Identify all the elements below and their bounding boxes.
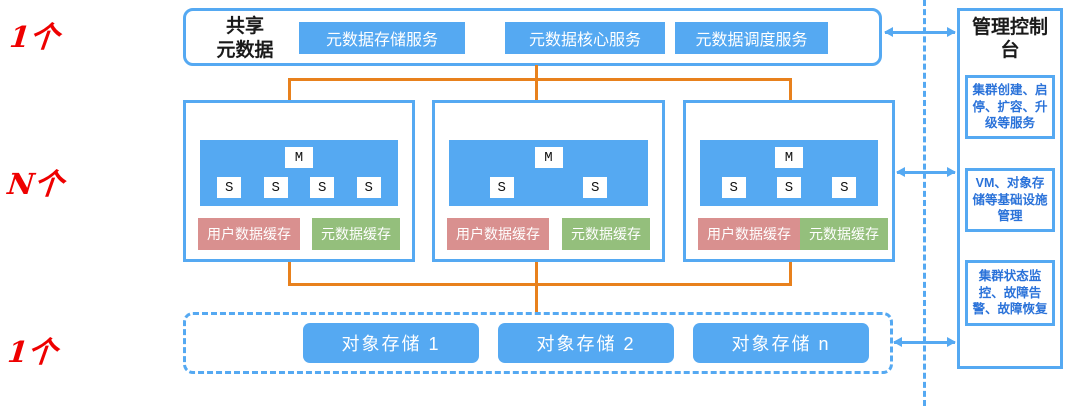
user-data-cache: 用户数据缓存 xyxy=(198,218,300,250)
count-label-shared: 1个 xyxy=(8,20,61,54)
slave-node: S xyxy=(310,177,335,198)
user-data-cache: 用户数据缓存 xyxy=(698,218,800,250)
user-data-cache: 用户数据缓存 xyxy=(447,218,549,250)
metadata-scheduler-service-box: 元数据调度服务 xyxy=(675,22,828,54)
cache-cluster-3: M S S S 用户数据缓存 元数据缓存 xyxy=(683,100,895,262)
connector-bottom-rise1 xyxy=(288,262,291,284)
object-storage-1-box: 对象存储 1 xyxy=(303,323,479,363)
connector-top-drop2 xyxy=(535,78,538,101)
object-storage-2-box: 对象存储 2 xyxy=(498,323,674,363)
management-console-panel: 管理控制台 集群创建、启停、扩容、升级等服务 VM、对象存储等基础设施管理 集群… xyxy=(957,8,1063,369)
master-node: M xyxy=(285,147,313,168)
console-function-cluster-lifecycle: 集群创建、启停、扩容、升级等服务 xyxy=(965,75,1055,139)
console-function-infrastructure: VM、对象存储等基础设施管理 xyxy=(965,168,1055,232)
connector-top-stem xyxy=(535,65,538,79)
master-node: M xyxy=(775,147,803,168)
metadata-cache: 元数据缓存 xyxy=(562,218,650,250)
connector-top-drop3 xyxy=(789,78,792,101)
cache-cluster-1: M S S S S 用户数据缓存 元数据缓存 xyxy=(183,100,415,262)
dashed-separator-line xyxy=(923,0,926,406)
cluster-3-cache-row: 用户数据缓存 元数据缓存 xyxy=(698,218,888,250)
arrow-shared-to-console-icon xyxy=(884,27,956,37)
slave-node: S xyxy=(776,177,801,198)
connector-bottom-rise3 xyxy=(789,262,792,284)
slave-node: S xyxy=(583,177,608,198)
console-function-monitoring: 集群状态监控、故障告警、故障恢复 xyxy=(965,260,1055,326)
cluster-3-node-group: M S S S xyxy=(700,140,878,206)
cache-cluster-2: M S S 用户数据缓存 元数据缓存 xyxy=(432,100,665,262)
connector-top-hline xyxy=(288,78,792,81)
object-storage-group: 对象存储 1 对象存储 2 对象存储 n xyxy=(183,312,893,374)
slave-node: S xyxy=(217,177,242,198)
metadata-core-service-box: 元数据核心服务 xyxy=(505,22,665,54)
slave-node-row: S S S S xyxy=(206,177,392,198)
connector-bottom-hline xyxy=(288,283,792,286)
arrow-storage-to-console-icon xyxy=(893,337,956,347)
arrow-cluster-to-console-icon xyxy=(896,167,956,177)
metadata-cache: 元数据缓存 xyxy=(312,218,400,250)
object-storage-n-box: 对象存储 n xyxy=(693,323,869,363)
cluster-1-node-group: M S S S S xyxy=(200,140,398,206)
connector-bottom-rise2 xyxy=(535,262,538,284)
metadata-storage-service-box: 元数据存储服务 xyxy=(299,22,465,54)
slave-node-row: S S xyxy=(455,177,642,198)
slave-node: S xyxy=(356,177,381,198)
slave-node-row: S S S xyxy=(706,177,872,198)
shared-metadata-group: 共享 元数据 元数据存储服务 元数据核心服务 元数据调度服务 xyxy=(183,8,882,66)
metadata-cache: 元数据缓存 xyxy=(800,218,888,250)
connector-top-drop1 xyxy=(288,78,291,101)
slave-node: S xyxy=(832,177,857,198)
slave-node: S xyxy=(263,177,288,198)
count-label-clusters: N个 xyxy=(6,167,66,201)
cluster-2-node-group: M S S xyxy=(449,140,648,206)
count-label-storage: 1个 xyxy=(6,335,59,369)
master-node: M xyxy=(534,147,563,168)
management-console-title: 管理控制台 xyxy=(971,17,1048,61)
shared-metadata-title-line1: 共享 xyxy=(225,16,264,37)
shared-metadata-title-line2: 元数据 xyxy=(216,39,274,61)
connector-bottom-stem xyxy=(535,283,538,312)
slave-node: S xyxy=(721,177,746,198)
cluster-1-cache-row: 用户数据缓存 元数据缓存 xyxy=(198,218,400,250)
cluster-2-cache-row: 用户数据缓存 元数据缓存 xyxy=(447,218,650,250)
shared-metadata-title: 共享 元数据 xyxy=(198,15,292,63)
slave-node: S xyxy=(489,177,514,198)
